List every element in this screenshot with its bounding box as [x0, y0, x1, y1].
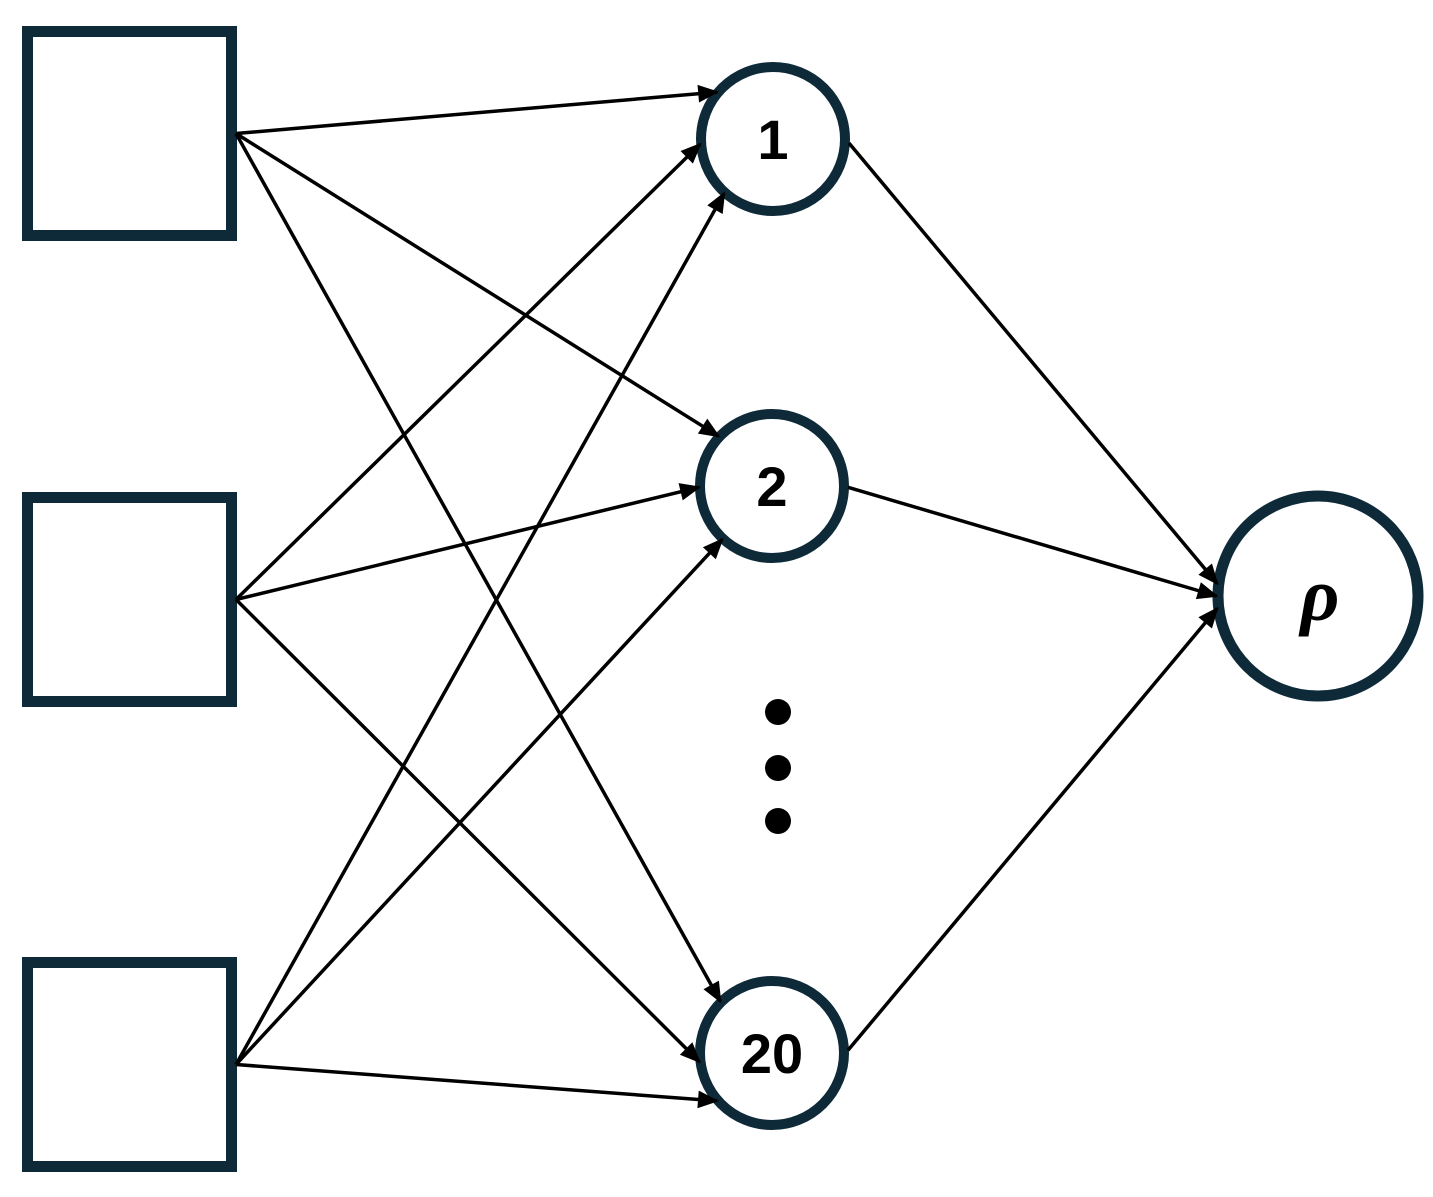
- hidden-node-1: 1: [696, 62, 850, 216]
- edge-input-1-to-hidden-20: [234, 132, 722, 1004]
- ellipsis-dot: [765, 808, 791, 834]
- ellipsis-dot: [765, 755, 791, 781]
- hidden-node-1-circle: [696, 62, 850, 216]
- edge-input-2-to-hidden-20: [234, 598, 701, 1064]
- hidden-node-20: 20: [695, 976, 849, 1130]
- input-node-square-1: [22, 26, 237, 241]
- output-node-rho-label: ρ: [1298, 553, 1339, 637]
- input-node-square-2: [22, 492, 237, 707]
- edge-hidden-2-to-output-rho: [847, 485, 1219, 600]
- hidden-node-2-label: 2: [756, 455, 787, 518]
- edge-input-3-to-hidden-2: [234, 537, 724, 1066]
- edge-layer: [234, 84, 1219, 1109]
- edge-input-1-to-hidden-2: [235, 132, 721, 438]
- hidden-node-2: 2: [695, 409, 849, 563]
- edge-input-1-to-hidden-1: [235, 84, 720, 136]
- edge-input-2-to-hidden-1: [234, 142, 702, 601]
- hidden-node-1-label: 1: [757, 108, 788, 171]
- input-node-square-3: [22, 957, 237, 1172]
- edge-hidden-1-to-output-rho: [847, 141, 1219, 586]
- output-node-rho: ρ: [1212, 490, 1424, 702]
- ellipsis-dots: [765, 699, 791, 834]
- edge-input-3-to-hidden-20: [235, 1062, 719, 1109]
- edge-input-3-to-hidden-1: [234, 191, 726, 1066]
- hidden-node-20-label: 20: [741, 1022, 803, 1085]
- ellipsis-dot: [765, 699, 791, 725]
- edge-input-2-to-hidden-2: [235, 483, 702, 602]
- edge-hidden-20-to-output-rho: [846, 606, 1219, 1052]
